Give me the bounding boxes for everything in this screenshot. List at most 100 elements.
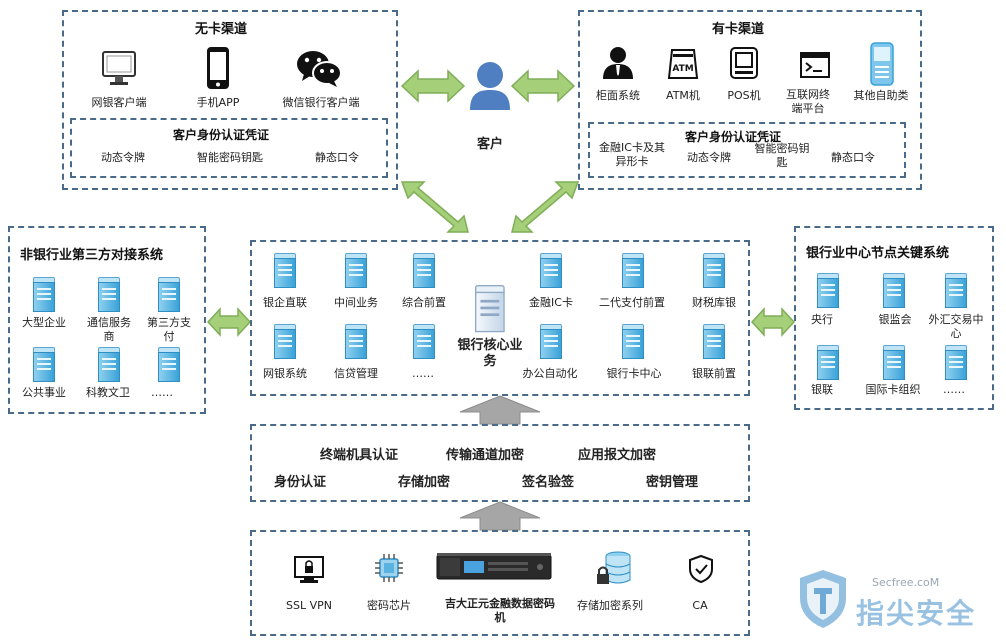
double-arrow-industry: [750, 307, 796, 337]
server-icon: [345, 324, 367, 359]
card-channel-title: 有卡渠道: [712, 22, 765, 37]
wechat-icon: [297, 51, 342, 87]
up-arrow-security: [459, 395, 541, 425]
server-icon: [817, 345, 839, 380]
core-banking-server-icon: [475, 285, 505, 333]
third-party-item-telecom: 通信服务商: [87, 316, 131, 343]
mobile-phone-icon: [207, 47, 229, 89]
core-item-tax-treasury: 财税库银: [692, 296, 736, 309]
server-icon: [703, 324, 725, 359]
security-services-panel: [250, 424, 750, 502]
card-auth-panel: [588, 122, 906, 178]
atm-icon: ATM: [667, 49, 699, 79]
server-icon: [413, 324, 435, 359]
security-key-management: 密钥管理: [646, 475, 699, 490]
third-party-item-payment: 第三方支付: [147, 316, 191, 343]
watermark-shield-icon: [800, 570, 846, 628]
server-icon: [703, 253, 725, 288]
card-item-internet-terminal: 互联网终端平台: [786, 88, 830, 115]
security-terminal-auth: 终端机具认证: [320, 448, 399, 463]
infrastructure-panel: [250, 530, 750, 636]
industry-node-title: 银行业中心节点关键系统: [806, 246, 950, 261]
cardless-auth-smart-key: 智能密码钥匙: [197, 151, 263, 164]
card-channel-panel: [578, 10, 922, 190]
server-icon: [945, 345, 967, 380]
server-icon: [98, 277, 120, 312]
cardless-auth-title: 客户身份认证凭证: [173, 128, 270, 142]
server-icon: [622, 253, 644, 288]
server-icon: [98, 347, 120, 382]
core-item-online-banking: 网银系统: [263, 367, 307, 380]
core-item-bank-enterprise: 银企直联: [263, 296, 307, 309]
server-icon: [274, 253, 296, 288]
industry-item-forex-center: 外汇交易中心: [928, 313, 984, 340]
customer-icon: [470, 62, 510, 110]
core-banking-panel: [250, 240, 750, 396]
server-icon: [158, 347, 180, 382]
diagonal-arrow-left: [400, 181, 469, 233]
core-item-integrated-front: 综合前置: [402, 296, 446, 309]
monitor-icon: [102, 51, 136, 85]
core-item-card-center: 银行卡中心: [606, 367, 662, 380]
industry-item-central-bank: 央行: [811, 313, 833, 326]
cardless-auth-dynamic-token: 动态令牌: [101, 151, 145, 164]
pos-terminal-icon: [730, 47, 758, 79]
third-party-title: 非银行业第三方对接系统: [20, 248, 164, 263]
server-icon: [158, 277, 180, 312]
card-item-atm: ATM机: [666, 89, 700, 102]
terminal-icon: [800, 52, 830, 78]
storage-encryption-icon: [597, 551, 631, 584]
server-icon: [883, 345, 905, 380]
industry-item-regulator: 银监会: [878, 313, 912, 326]
infra-item-ca: CA: [692, 599, 708, 612]
svg-text:ATM: ATM: [672, 64, 693, 74]
server-icon: [817, 273, 839, 308]
server-icon: [33, 277, 55, 312]
third-party-item-ellipsis: ……: [151, 386, 173, 399]
server-icon: [33, 347, 55, 382]
third-party-panel: [8, 226, 206, 414]
double-arrow-left: [400, 69, 466, 103]
server-icon: [413, 253, 435, 288]
core-banking-label: 银行核心业务: [457, 338, 523, 369]
card-auth-static-password: 静态口令: [831, 151, 875, 164]
server-icon: [622, 324, 644, 359]
cardless-item-online-banking: 网银客户端: [91, 96, 147, 109]
third-party-item-education-culture: 科教文卫: [86, 386, 130, 399]
core-item-ic-card: 金融IC卡: [529, 296, 573, 309]
customer-label: 客户: [476, 137, 503, 152]
security-identity-auth: 身份认证: [274, 475, 327, 490]
infra-item-ssl-vpn: SSL VPN: [286, 599, 332, 612]
core-item-cnaps-front: 二代支付前置: [599, 296, 665, 309]
ca-shield-icon: [689, 554, 713, 584]
core-item-unionpay-front: 银联前置: [692, 367, 736, 380]
core-item-ellipsis: ……: [412, 367, 434, 380]
kiosk-icon: [870, 42, 894, 86]
server-icon: [945, 273, 967, 308]
server-icon: [883, 273, 905, 308]
core-item-credit-management: 信贷管理: [334, 367, 378, 380]
double-arrow-third-party: [206, 307, 252, 337]
diagonal-arrow-right: [511, 181, 580, 233]
card-auth-dynamic-token: 动态令牌: [687, 151, 731, 164]
card-auth-smart-key: 智能密码钥匙: [754, 142, 810, 169]
infra-item-hsm: 吉大正元金融数据密码机: [445, 597, 555, 624]
infra-item-storage-encryption: 存储加密系列: [577, 599, 643, 612]
industry-item-unionpay: 银联: [811, 383, 833, 396]
card-item-other-self-service: 其他自助类: [853, 89, 909, 102]
industry-node-panel: [794, 226, 994, 410]
server-icon: [274, 324, 296, 359]
card-auth-ic-card: 金融IC卡及其异形卡: [599, 141, 665, 168]
card-item-counter-system: 柜面系统: [596, 89, 640, 102]
infra-item-crypto-chip: 密码芯片: [367, 599, 411, 612]
ssl-vpn-icon: [294, 556, 324, 583]
teller-icon: [603, 47, 633, 79]
card-item-pos: POS机: [727, 89, 761, 102]
double-arrow-right: [510, 69, 576, 103]
industry-item-ellipsis: ……: [943, 383, 965, 396]
security-message-encryption: 应用报文加密: [578, 448, 657, 463]
server-icon: [540, 253, 562, 288]
up-arrow-infra: [459, 501, 541, 531]
crypto-chip-icon: [375, 554, 403, 582]
cardless-auth-panel: [70, 118, 388, 178]
